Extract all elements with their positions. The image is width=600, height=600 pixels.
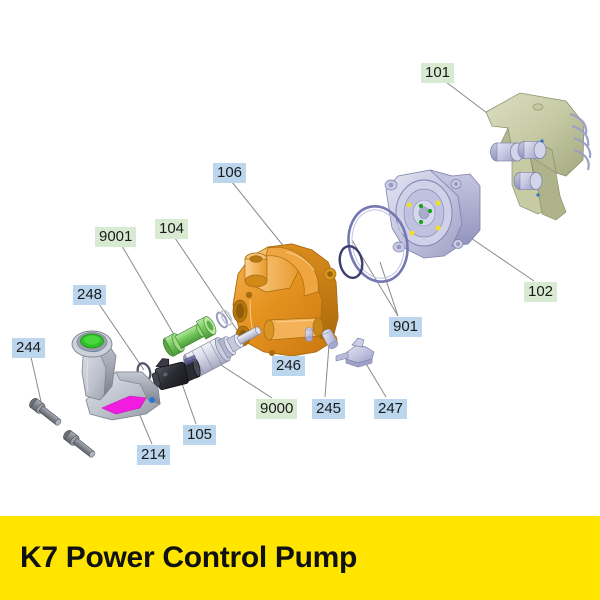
- callout-247[interactable]: 247: [374, 399, 408, 419]
- part-pump-housing-102: [384, 169, 481, 259]
- part-control-head-101: [485, 92, 592, 221]
- callout-244[interactable]: 244: [12, 338, 46, 358]
- page-title: K7 Power Control Pump: [20, 541, 358, 574]
- callout-105[interactable]: 105: [183, 425, 217, 445]
- callout-246[interactable]: 246: [272, 356, 306, 376]
- callout-101[interactable]: 101: [421, 63, 455, 83]
- title-bar: K7 Power Control Pump: [0, 516, 600, 600]
- part-green-sleeve-104: [162, 316, 217, 357]
- part-pin-246: [305, 327, 313, 342]
- part-retaining-ring-9001: [215, 309, 233, 329]
- part-screw-244-upper: [29, 398, 62, 426]
- callout-214[interactable]: 214: [137, 445, 171, 465]
- callout-106[interactable]: 106: [213, 163, 247, 183]
- callout-104[interactable]: 104: [155, 219, 189, 239]
- callout-901[interactable]: 901: [389, 317, 423, 337]
- part-clip-247: [335, 337, 375, 368]
- callout-9001[interactable]: 9001: [95, 227, 137, 247]
- part-o-ring-901: [338, 205, 409, 283]
- callout-102[interactable]: 102: [524, 282, 558, 302]
- callout-9000[interactable]: 9000: [256, 399, 298, 419]
- part-sensor-connector-105: [151, 354, 201, 390]
- part-roller-245: [321, 328, 339, 350]
- exploded-view-canvas: 101 102 106 104 9001 248 244 214 105 900…: [12, 63, 592, 465]
- exploded-parts-artwork: [29, 81, 592, 458]
- part-inlet-elbow-bracket-214: [71, 330, 161, 421]
- callout-248[interactable]: 248: [73, 285, 107, 305]
- callout-245[interactable]: 245: [312, 399, 346, 419]
- part-screw-244-lower: [63, 430, 96, 458]
